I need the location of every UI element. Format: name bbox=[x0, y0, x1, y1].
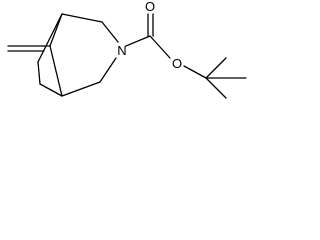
bond-tbu-methyl-up bbox=[205, 57, 227, 79]
bond-ch2-back-to-ch2-back2 bbox=[37, 61, 41, 85]
bond-carbonyl-c-to-ester-o bbox=[149, 35, 171, 59]
bond-n-to-ch2-bottom bbox=[99, 57, 117, 83]
bond-tbu-methyl-down bbox=[205, 77, 227, 99]
bond-ch2-bottom-to-bridgehead-bottom bbox=[61, 81, 101, 97]
molecule-structure: N O O bbox=[7, 0, 247, 99]
bond-ch2-back2-to-bridgehead-bottom bbox=[39, 83, 63, 97]
bond-c8-to-bridgehead-bottom bbox=[49, 45, 63, 97]
bond-bridgehead-top-ch2-top bbox=[61, 13, 103, 23]
atom-label-ester-oxygen: O bbox=[172, 56, 182, 71]
atom-label-carbonyl-oxygen: O bbox=[145, 0, 155, 14]
bond-n-to-carbonyl-c bbox=[125, 35, 151, 47]
molecule-diagram: N O O bbox=[0, 0, 268, 122]
bond-ester-o-to-tbu-c bbox=[183, 65, 207, 79]
bond-bridgehead-top-to-ch2-back bbox=[37, 13, 63, 63]
atom-label-nitrogen: N bbox=[117, 43, 126, 58]
bond-ch2-top-to-n bbox=[101, 21, 119, 43]
